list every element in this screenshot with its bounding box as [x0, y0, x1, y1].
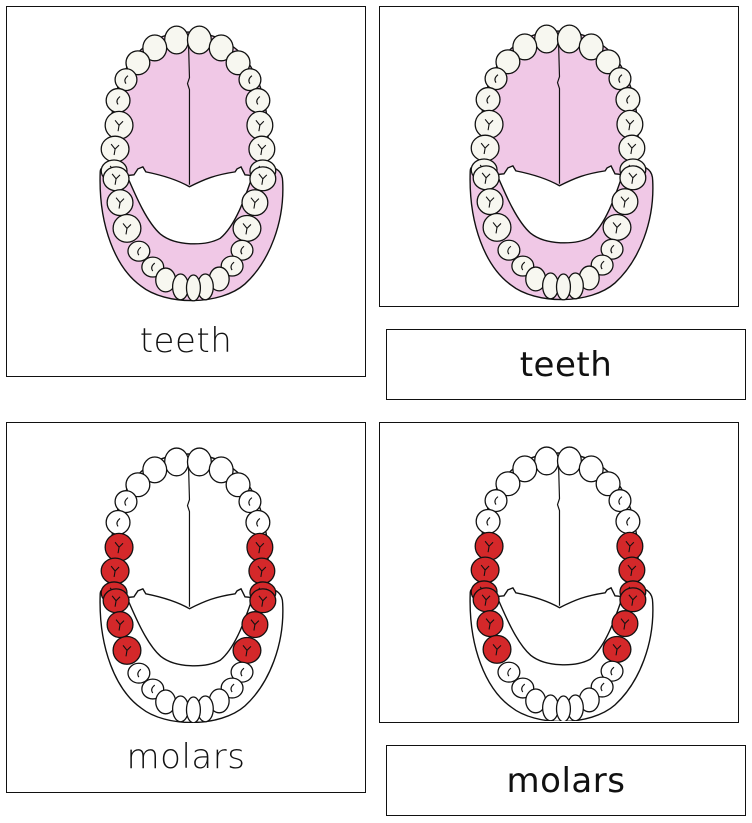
molars-diagram [99, 447, 284, 723]
label-card-teeth: teeth [386, 329, 746, 400]
control-card-molars: molars [6, 422, 366, 793]
teeth-diagram [469, 24, 654, 301]
picture-card-teeth [379, 6, 739, 307]
picture-card-molars [379, 422, 739, 723]
label-card-molars: molars [386, 745, 746, 816]
label-text-molars: molars [506, 760, 626, 801]
teeth-diagram [99, 25, 284, 302]
control-card-teeth: teeth [6, 6, 366, 377]
caption-molars: molars [126, 737, 246, 777]
label-text-teeth: teeth [519, 344, 613, 385]
molars-diagram [469, 446, 654, 721]
caption-teeth: teeth [139, 321, 233, 361]
